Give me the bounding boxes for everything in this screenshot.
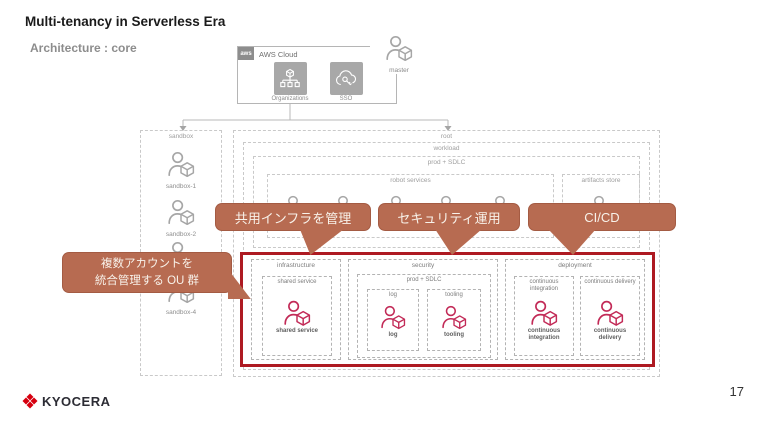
tooling-caption: tooling	[444, 332, 464, 338]
continuous-delivery-box: continuous delivery continuous delivery	[580, 276, 640, 356]
artifacts-store-label: artifacts store	[581, 177, 621, 184]
service-organizations: Organizations	[267, 62, 313, 102]
security-ou-box: security prod + SDLC log log tooling too…	[348, 259, 498, 360]
managed-ou-highlight-box: infrastructure shared service shared ser…	[240, 252, 655, 367]
security-label: security	[411, 262, 435, 269]
sandbox-account-4: sandbox-4	[141, 277, 221, 316]
kyocera-wordmark: KYOCERA	[42, 393, 111, 409]
service-sso: SSO	[323, 62, 369, 102]
master-account: master	[370, 35, 428, 74]
infrastructure-ou-box: infrastructure shared service shared ser…	[251, 259, 341, 360]
kyocera-logo: KYOCERA	[22, 393, 111, 409]
callout-ou-line2: 統合管理する OU 群	[94, 274, 200, 287]
log-title: log	[388, 292, 397, 298]
shared-service-account-box: shared service shared service	[262, 276, 332, 356]
deployment-ou-box: deployment continuous integration contin…	[505, 259, 645, 360]
security-prod-sdlc-label: prod + SDLC	[406, 277, 442, 283]
cd-caption: continuous delivery	[593, 328, 627, 341]
ci-title: continuous integration	[529, 279, 559, 292]
ci-caption: continuous integration	[527, 328, 561, 341]
workload-label: workload	[433, 145, 460, 152]
account-label: sandbox-2	[165, 231, 197, 238]
account-icon	[379, 305, 407, 330]
account-icon	[529, 300, 559, 327]
tooling-title: tooling	[445, 292, 463, 298]
sso-label: SSO	[339, 96, 353, 102]
deployment-label: deployment	[558, 262, 592, 269]
callout-shared-infra: 共用インフラを管理	[215, 203, 371, 231]
callout-ou-group: 複数アカウントを 統合管理する OU 群	[62, 252, 232, 293]
callout-ou-group-text: 複数アカウントを 統合管理する OU 群	[95, 256, 199, 289]
infrastructure-label: infrastructure	[277, 262, 315, 269]
aws-logo-icon: aws	[238, 47, 254, 60]
account-icon	[166, 199, 196, 226]
root-label: root	[440, 133, 453, 140]
continuous-integration-box: continuous integration continuous integr…	[514, 276, 574, 356]
callout-cicd: CI/CD	[528, 203, 676, 231]
account-icon	[595, 300, 625, 327]
master-account-icon	[384, 35, 414, 62]
callout-security-ops-text: セキュリティ運用	[397, 210, 501, 226]
account-icon	[166, 151, 196, 178]
kyocera-mark-icon	[22, 393, 38, 409]
account-icon	[440, 305, 468, 330]
master-label: master	[389, 67, 409, 74]
log-account-box: log log	[367, 289, 419, 351]
sandbox-label: sandbox	[168, 133, 194, 140]
callout-cicd-text: CI/CD	[584, 209, 620, 225]
sandbox-account-2: sandbox-2	[141, 199, 221, 238]
callout-security-ops: セキュリティ運用	[378, 203, 520, 231]
sandbox-account-1: sandbox-1	[141, 151, 221, 190]
root-ou-box: root	[233, 130, 660, 377]
cd-title: continuous delivery	[584, 279, 636, 285]
tooling-account-box: tooling tooling	[427, 289, 481, 351]
prod-sdlc-label: prod + SDLC	[427, 159, 466, 166]
account-label: sandbox-4	[165, 309, 197, 316]
slide-subtitle: Architecture : core	[30, 41, 137, 55]
sso-icon	[329, 62, 363, 95]
organizations-label: Organizations	[271, 96, 309, 102]
organizations-icon	[273, 62, 307, 95]
account-label: sandbox-1	[165, 183, 197, 190]
callout-ou-line1: 複数アカウントを	[100, 257, 193, 270]
shared-service-caption: shared service	[275, 328, 319, 334]
callout-shared-infra-text: 共用インフラを管理	[234, 210, 352, 226]
slide-title: Multi-tenancy in Serverless Era	[25, 14, 226, 29]
shared-service-title: shared service	[277, 279, 317, 285]
account-icon	[282, 300, 312, 327]
log-caption: log	[388, 332, 398, 338]
robot-services-label: robot services	[390, 177, 431, 184]
page-number: 17	[729, 384, 744, 399]
aws-cloud-label: AWS Cloud	[259, 50, 298, 59]
security-prod-sdlc-box: prod + SDLC log log tooling tooling	[357, 274, 491, 358]
